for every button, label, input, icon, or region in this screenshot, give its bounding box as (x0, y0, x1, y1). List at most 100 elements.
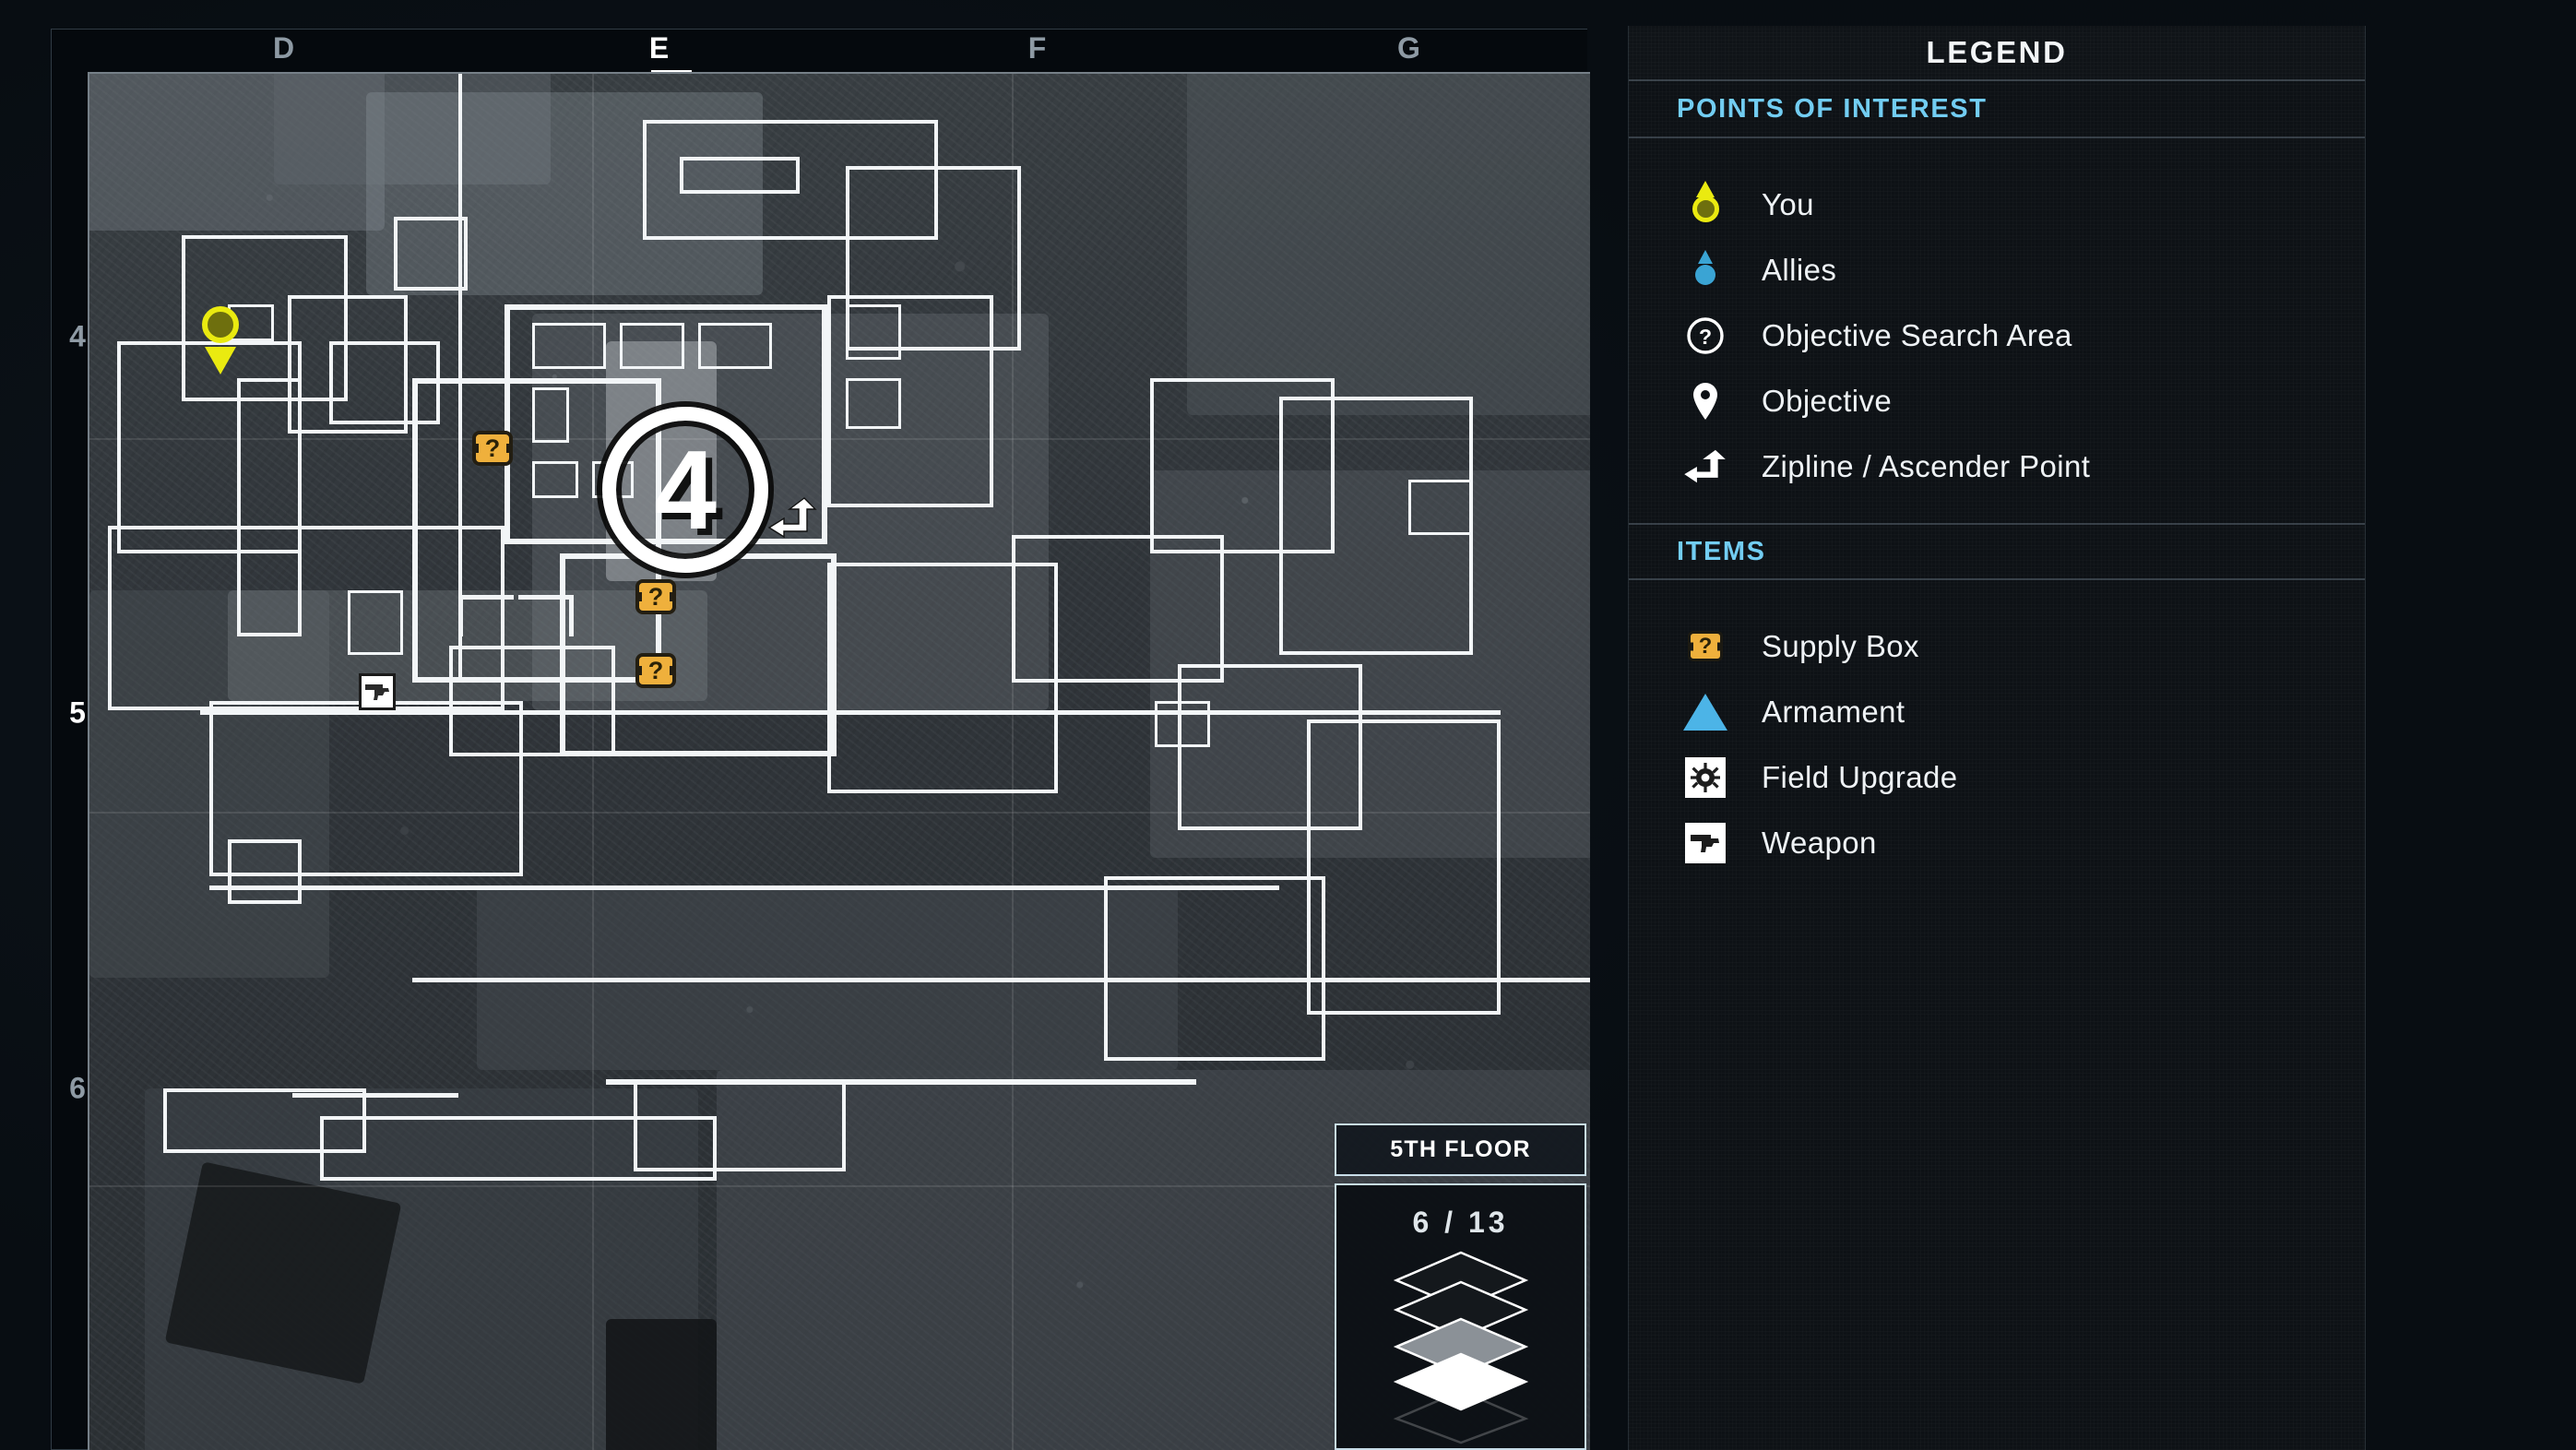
legend-panel: LEGEND POINTS OF INTEREST You Allies ? O (1628, 26, 2366, 1450)
pistol-icon (365, 684, 389, 700)
floor-count-label: 6 / 13 (1412, 1206, 1509, 1239)
supply-box-marker[interactable]: ? (472, 431, 513, 466)
building-outline (634, 1079, 846, 1171)
terrain-blob (274, 74, 551, 184)
supply-box-icon: ? (1677, 631, 1734, 661)
legend-row-you: You (1629, 172, 2365, 237)
map-column-label-g: G (1397, 31, 1421, 65)
map-row-label-4: 4 (69, 319, 86, 353)
map-wall-line (292, 1093, 458, 1098)
map-panel[interactable]: D E F G 4 5 6 (0, 0, 1590, 1450)
terrain-blob (1187, 74, 1590, 415)
floor-stack-indicator[interactable]: 6 / 13 (1335, 1183, 1586, 1450)
legend-row-weapon: Weapon (1629, 810, 2365, 875)
legend-label-allies: Allies (1762, 252, 1837, 287)
map-gridline (1012, 74, 1014, 1450)
legend-label-field-upgrade: Field Upgrade (1762, 759, 1958, 794)
building-outline (620, 323, 684, 369)
you-marker[interactable] (202, 306, 239, 374)
building-outline (1155, 701, 1210, 747)
building-outline (237, 378, 302, 636)
zipline-arrow-icon (1677, 448, 1734, 485)
map-gridline (592, 74, 594, 1450)
map-pin-icon (1677, 381, 1734, 422)
legend-row-objective: Objective (1629, 368, 2365, 434)
legend-label-zipline: Zipline / Ascender Point (1762, 448, 2091, 483)
map-wall-line (200, 710, 1178, 715)
map-column-label-e: E (648, 31, 671, 65)
you-marker-dot (202, 306, 239, 343)
zipline-marker[interactable] (767, 496, 817, 541)
building-outline (108, 526, 505, 710)
map-column-label-f: F (1027, 31, 1048, 65)
building-outline (532, 461, 578, 498)
legend-row-allies: Allies (1629, 237, 2365, 303)
building-outline (643, 120, 938, 240)
objective-count-marker[interactable]: 4 (602, 407, 768, 573)
armament-triangle-icon (1677, 693, 1734, 731)
legend-row-supply-box: ? Supply Box (1629, 613, 2365, 679)
building-outline (394, 217, 468, 291)
building-outline (827, 563, 1058, 793)
building-outline (228, 839, 302, 904)
building-outline (846, 166, 1021, 351)
you-pin-icon (1677, 191, 1734, 222)
map-wall-line (412, 978, 1590, 982)
allies-pin-icon (1677, 260, 1734, 285)
question-circle-icon: ? (1677, 316, 1734, 355)
map-column-label-d: D (272, 31, 296, 65)
you-marker-pointer (205, 347, 236, 374)
legend-row-armament: Armament (1629, 679, 2365, 744)
legend-section-body-poi: You Allies ? Objective Search Area (1629, 138, 2365, 523)
building-outline (288, 295, 408, 434)
supply-box-marker[interactable]: ? (635, 653, 676, 688)
objective-count-value: 4 (654, 427, 717, 553)
map-wall-line (1086, 710, 1501, 715)
legend-label-armament: Armament (1762, 694, 1905, 729)
legend-label-objective-search-area: Objective Search Area (1762, 317, 2072, 352)
building-outline (560, 553, 837, 756)
map-row-label-5: 5 (69, 695, 86, 730)
legend-title: LEGEND (1629, 26, 2365, 81)
map-wall-line (209, 885, 1279, 890)
building-outline (1012, 535, 1224, 683)
building-outline (532, 323, 606, 369)
terrain-blob (606, 1319, 717, 1450)
legend-row-objective-search-area: ? Objective Search Area (1629, 303, 2365, 368)
floor-widget[interactable]: 5TH FLOOR 6 / 13 (1335, 1123, 1586, 1450)
building-outline (182, 235, 348, 401)
building-outline (846, 378, 901, 429)
legend-section-heading-poi: POINTS OF INTEREST (1629, 81, 2365, 138)
map-row-label-6: 6 (69, 1071, 86, 1105)
legend-section-heading-items: ITEMS (1629, 523, 2365, 580)
floor-layers-icon (1393, 1251, 1528, 1444)
map-wall-line (458, 595, 463, 636)
building-outline (1150, 378, 1335, 553)
map-gridline (89, 1185, 1590, 1187)
building-outline (320, 1116, 717, 1181)
legend-label-weapon: Weapon (1762, 825, 1877, 860)
building-outline (163, 1088, 366, 1153)
map-wall-line (569, 595, 574, 636)
map-column-labels: D E F G (81, 31, 1590, 75)
map-wall-line (518, 595, 574, 600)
weapon-marker[interactable] (359, 673, 396, 710)
building-outline (1408, 480, 1473, 535)
map-gridline (89, 812, 1590, 814)
legend-section-body-items: ? Supply Box Armament (1629, 580, 2365, 899)
supply-box-marker[interactable]: ? (635, 579, 676, 614)
svg-text:?: ? (1699, 325, 1712, 349)
building-outline (1178, 664, 1362, 830)
map-wall-line (458, 74, 462, 683)
building-outline (1104, 876, 1325, 1061)
building-outline (698, 323, 772, 369)
building-outline (827, 295, 993, 507)
terrain-blob (366, 92, 763, 295)
legend-label-you: You (1762, 186, 1814, 221)
map-wall-line (606, 1079, 1196, 1085)
legend-row-zipline: Zipline / Ascender Point (1629, 434, 2365, 499)
building-outline (680, 157, 800, 194)
terrain-blob (89, 74, 385, 231)
map-satellite-view[interactable]: ? ? ? 4 5TH FLOOR 6 / 13 (88, 72, 1590, 1450)
